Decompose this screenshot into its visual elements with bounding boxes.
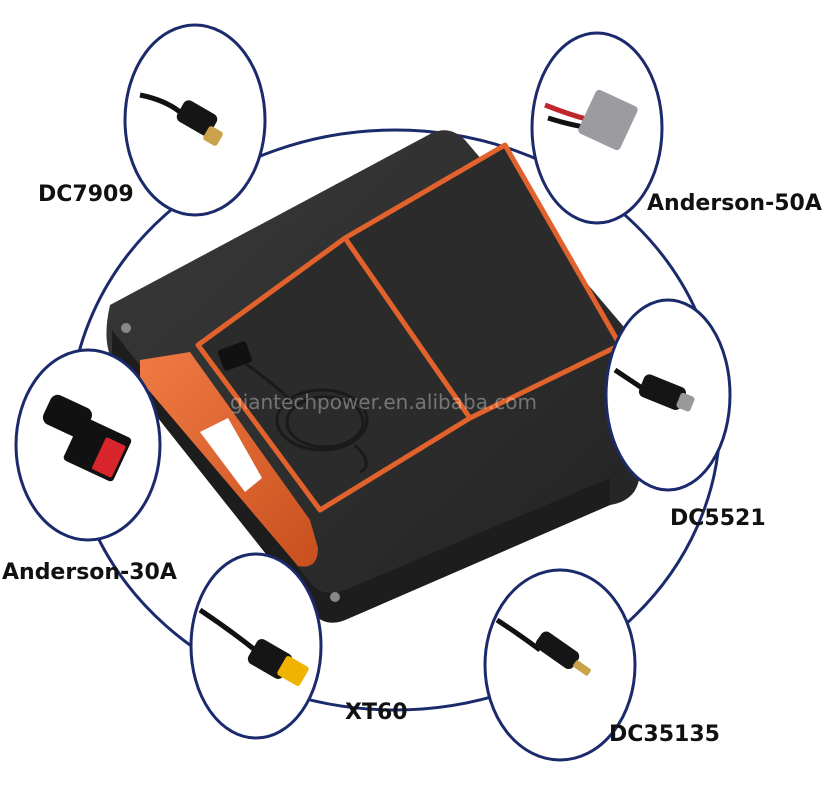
label-dc7909: DC7909: [38, 182, 134, 207]
watermark-text: giantechpower.en.alibaba.com: [230, 390, 538, 414]
label-anderson-50a: Anderson-50A: [647, 191, 822, 216]
connector-bubble-dc5521: [604, 298, 732, 492]
connector-bubble-dc7909: [123, 23, 267, 217]
carry-handle: [140, 352, 318, 567]
label-anderson-30a: Anderson-30A: [2, 560, 177, 585]
connector-bubble-xt60: [189, 552, 323, 740]
product-illustration: giantechpower.en.alibaba.com DC7909 Ande…: [2, 23, 822, 762]
label-dc5521: DC5521: [670, 506, 766, 531]
connector-bubble-dc35135: [483, 568, 637, 762]
connector-bubble-anderson-30a: [14, 348, 162, 542]
label-dc35135: DC35135: [609, 722, 720, 747]
label-xt60: XT60: [345, 700, 408, 725]
product-scene: [14, 23, 732, 762]
storage-pouch: [195, 142, 623, 513]
connector-bubble-anderson-50a: [530, 31, 664, 225]
